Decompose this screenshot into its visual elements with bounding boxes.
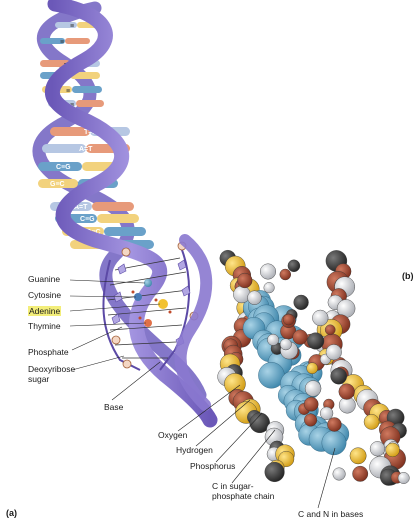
hydrogen-atom: [320, 406, 334, 420]
carbon-chain-atom: [264, 462, 285, 483]
oxygen-atom: [327, 417, 342, 432]
oxygen-atom: [324, 324, 336, 336]
hydrogen-atom: [397, 472, 410, 484]
hydrogen-atom: [247, 290, 262, 305]
oxygen-atom: [279, 268, 291, 281]
phosphorus-atom: [306, 362, 319, 375]
hydrogen-atom: [267, 333, 279, 346]
base-pair-label: A=T: [79, 146, 93, 153]
label-c-in-sugar-phosphate-chain: C in sugar- phosphate chain: [212, 481, 274, 501]
label-deoxyribose-line2: sugar: [28, 374, 50, 384]
base-pair-label: C≡G: [56, 164, 71, 171]
panel-label-a: (a): [6, 508, 17, 518]
panel-label-b: (b): [402, 271, 414, 281]
hydrogen-atom: [260, 263, 277, 280]
label-cytosine: Cytosine: [28, 290, 62, 300]
label-c-sugar-line2: phosphate chain: [212, 491, 275, 501]
label-adenine-text: Adenine: [28, 306, 62, 316]
oxygen-atom: [303, 396, 319, 412]
hydrogen-atom: [304, 380, 322, 397]
upper-symbol: ≡: [70, 23, 74, 30]
carbon-chain-atom: [330, 367, 348, 385]
oxygen-atom: [282, 313, 295, 326]
rung: ≡: [40, 38, 90, 46]
carbon-chain-atom: [307, 332, 325, 350]
label-deoxyribose-sugar: Deoxyribose sugar: [28, 364, 75, 384]
label-c-sugar-line1: C in sugar-: [212, 481, 254, 491]
phosphorus-atom: [363, 414, 380, 430]
base-pair-label: A=T: [74, 204, 88, 211]
base-pair-label: G≡C: [50, 181, 65, 188]
oxygen-atom: [237, 272, 253, 289]
upper-symbol: ≡: [60, 39, 64, 46]
hydrogen-atom: [369, 441, 386, 457]
label-hydrogen: Hydrogen: [176, 445, 213, 455]
label-c-and-n-in-bases: C and N in bases: [298, 509, 364, 519]
space-filling-model: [217, 250, 410, 486]
hydrogen-atom: [312, 309, 329, 327]
label-thymine: Thymine: [28, 321, 61, 331]
label-adenine: Adenine: [28, 306, 62, 316]
hydrogen-atom: [325, 344, 342, 361]
oxygen-atom: [352, 465, 369, 482]
label-base: Base: [104, 402, 124, 412]
label-deoxyribose-line1: Deoxyribose: [28, 364, 76, 374]
hydrogen-atom: [332, 467, 346, 481]
base-pair-label: T=A: [84, 129, 97, 136]
hydrogen-atom: [279, 338, 292, 351]
upper-symbol: ≡: [70, 102, 74, 109]
hydrogen-atom: [263, 282, 275, 294]
backbone-strand-lower: [174, 234, 213, 411]
base-pair-label: C≡G: [80, 216, 95, 223]
phosphorus-atom: [385, 442, 400, 458]
carbon-chain-atom: [287, 259, 301, 272]
backbone-strand-front: [44, 0, 218, 428]
carbon-chain-atom: [249, 412, 270, 433]
phosphorus-atom: [349, 447, 367, 465]
label-phosphate: Phosphate: [28, 347, 69, 357]
carbon-chain-atom: [293, 294, 309, 311]
oxygen-atom: [304, 413, 318, 427]
leader-lines: [69, 279, 336, 509]
oxygen-atom: [292, 329, 308, 345]
label-oxygen: Oxygen: [158, 430, 188, 440]
label-guanine: Guanine: [28, 274, 61, 284]
upper-symbol: ≡: [66, 88, 70, 95]
label-phosphorus: Phosphorus: [190, 461, 236, 471]
oxygen-atom: [338, 383, 355, 400]
